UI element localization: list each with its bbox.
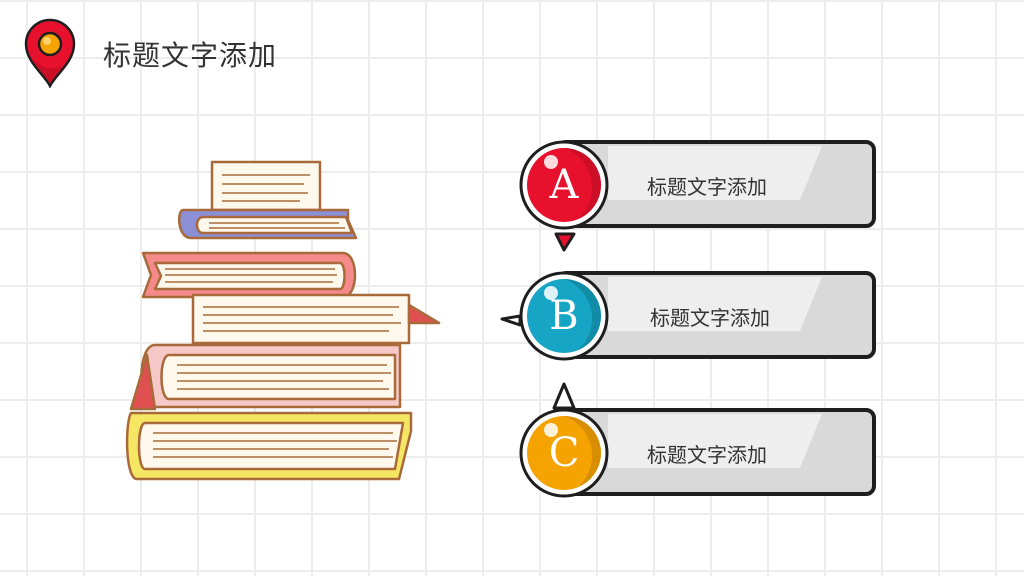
option-a[interactable]: A 标题文字添加: [518, 138, 880, 252]
option-b-letter: B: [549, 293, 579, 339]
option-c-letter: C: [548, 430, 580, 476]
option-c-label: 标题文字添加: [647, 442, 767, 467]
map-pin-icon: [24, 18, 76, 88]
option-b[interactable]: B 标题文字添加: [498, 269, 880, 364]
option-a-label: 标题文字添加: [647, 175, 767, 199]
option-b-label: 标题文字添加: [650, 306, 770, 330]
option-a-letter: A: [549, 162, 579, 208]
page-title: 标题文字添加: [103, 39, 278, 72]
book-stack-icon: [125, 160, 441, 481]
option-c[interactable]: C 标题文字添加: [518, 380, 880, 498]
